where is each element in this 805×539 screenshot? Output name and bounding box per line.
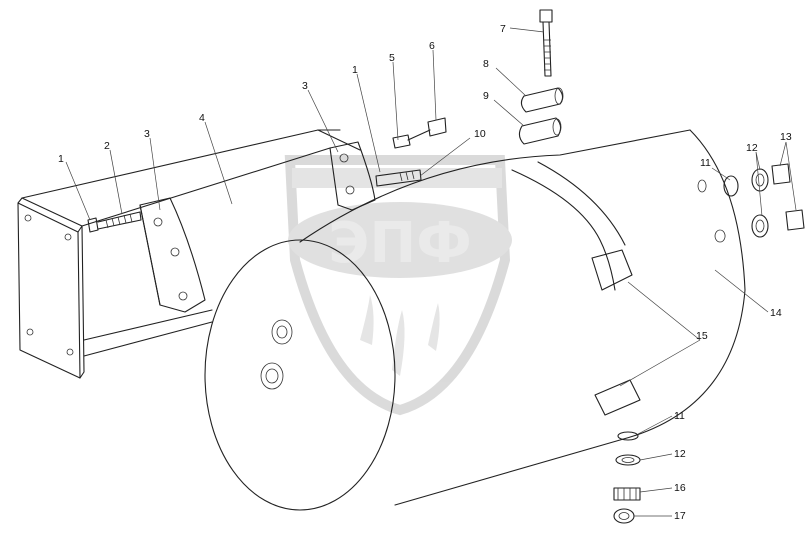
pin-5-6 (392, 117, 447, 149)
callout-5: 5 (389, 52, 395, 64)
callout-17: 17 (674, 510, 686, 522)
drain-parts (613, 431, 641, 524)
callout-3: 3 (302, 80, 308, 92)
fittings-right (723, 163, 805, 238)
air-tank (204, 129, 746, 511)
bracket-left (139, 197, 206, 313)
callout-9: 9 (483, 90, 489, 102)
sleeve-9 (518, 117, 562, 145)
callout-6: 6 (429, 40, 435, 52)
sleeve-8 (520, 87, 564, 113)
callout-10: 10 (474, 128, 486, 140)
callout-16: 16 (674, 482, 686, 494)
leader-lines (65, 27, 797, 517)
watermark-caption: ЭЛЕКТРОННЫЕ ПЕРЕЧНИ ЗАПЧАСТЕЙ (305, 173, 489, 185)
bolt-7 (539, 9, 553, 77)
callout-2: 2 (104, 140, 110, 152)
callout-8: 8 (483, 58, 489, 70)
callout-1: 1 (58, 153, 64, 165)
callout-13: 13 (780, 131, 792, 143)
callout-labels: 1 2 3 4 3 1 5 6 7 8 9 10 11 12 13 14 15 … (58, 23, 792, 522)
callout-4: 4 (199, 112, 205, 124)
callout-14: 14 (770, 307, 782, 319)
callout-1: 1 (352, 64, 358, 76)
bolt-right (375, 169, 422, 187)
callout-15: 15 (696, 330, 708, 342)
callout-11: 11 (674, 410, 685, 422)
frame-rail (17, 129, 361, 379)
callout-7: 7 (500, 23, 506, 35)
watermark-logo: ЭЛЕКТРОННЫЕ ПЕРЕЧНИ ЗАПЧАСТЕЙ ЭПФ (284, 155, 512, 416)
bolt-left (87, 211, 142, 233)
callout-12: 12 (746, 142, 758, 154)
callout-3: 3 (144, 128, 150, 140)
watermark-title: ЭПФ (328, 211, 472, 276)
callout-12: 12 (674, 448, 686, 460)
callout-11: 11 (700, 157, 711, 169)
